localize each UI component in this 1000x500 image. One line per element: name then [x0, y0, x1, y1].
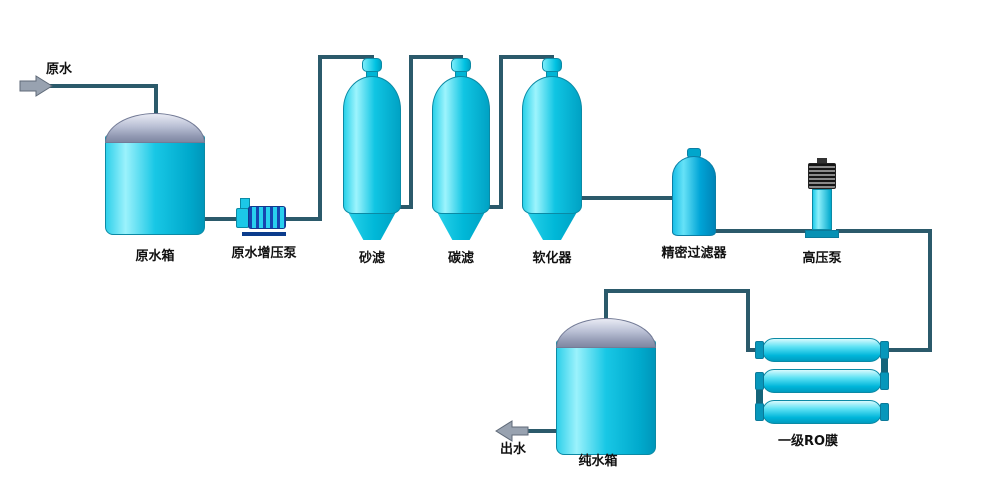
precision-filter: [672, 148, 716, 236]
pump-column: [812, 189, 832, 230]
tank-dome: [105, 113, 205, 143]
raw-water-arrow-icon: [19, 75, 53, 97]
label-raw-water: 原水: [46, 62, 73, 77]
label-precision-filter: 精密过滤器: [661, 246, 727, 261]
label-raw-water-tank: 原水箱: [135, 249, 175, 264]
vessel-top-cap: [542, 58, 562, 72]
ro-end-cap: [755, 341, 764, 359]
label-ro-membrane: 一级RO膜: [777, 434, 839, 449]
label-booster-pump: 原水增压泵: [231, 246, 297, 261]
vessel-cone-bottom: [437, 212, 485, 240]
pipe-ro-to-puretank: [604, 289, 762, 352]
ro-connector-left: [756, 381, 763, 412]
pump-base: [805, 230, 839, 238]
ro-end-cap: [880, 403, 889, 421]
ro-membrane-tube: [762, 400, 882, 424]
motor-cap: [817, 158, 827, 164]
vessel-shell: [432, 76, 490, 214]
vessel-shell: [522, 76, 582, 214]
label-pure-water-tank: 纯水箱: [578, 454, 618, 469]
booster-pump: [236, 198, 290, 236]
ro-end-cap: [880, 372, 889, 390]
vessel-cone-bottom: [527, 212, 577, 240]
ro-membrane-tube: [762, 369, 882, 393]
pipe-hppump-to-ro: [836, 229, 932, 352]
pure-water-tank: [556, 318, 656, 455]
label-high-pressure-pump: 高压泵: [802, 251, 842, 266]
vessel-cone-bottom: [348, 212, 396, 240]
ro-end-cap: [880, 341, 889, 359]
vessel-top-cap: [451, 58, 471, 72]
label-softener: 软化器: [532, 251, 572, 266]
ro-end-cap: [755, 372, 764, 390]
raw-water-tank: [105, 113, 205, 235]
pump-motor: [808, 163, 836, 189]
pump-motor: [248, 206, 286, 229]
pump-foot: [242, 232, 286, 236]
outlet-water-arrow-icon: [495, 420, 529, 442]
tank-shell: [105, 135, 205, 235]
ro-end-cap: [755, 403, 764, 421]
tank-dome: [556, 318, 656, 348]
tank-shell: [556, 340, 656, 455]
ro-membrane-tube: [762, 338, 882, 362]
high-pressure-pump: [804, 158, 840, 238]
vessel-shell: [343, 76, 401, 214]
softener-vessel: [522, 58, 582, 240]
ro-membrane-rack: [755, 338, 889, 428]
label-carbon-filter: 碳滤: [447, 251, 475, 266]
carbon-filter-vessel: [432, 58, 490, 240]
ro-connector-right: [881, 350, 888, 381]
label-sand-filter: 砂滤: [358, 251, 386, 266]
label-outlet-water: 出水: [500, 442, 527, 457]
vessel-top-cap: [362, 58, 382, 72]
sand-filter-vessel: [343, 58, 401, 240]
filter-shell: [672, 156, 716, 236]
